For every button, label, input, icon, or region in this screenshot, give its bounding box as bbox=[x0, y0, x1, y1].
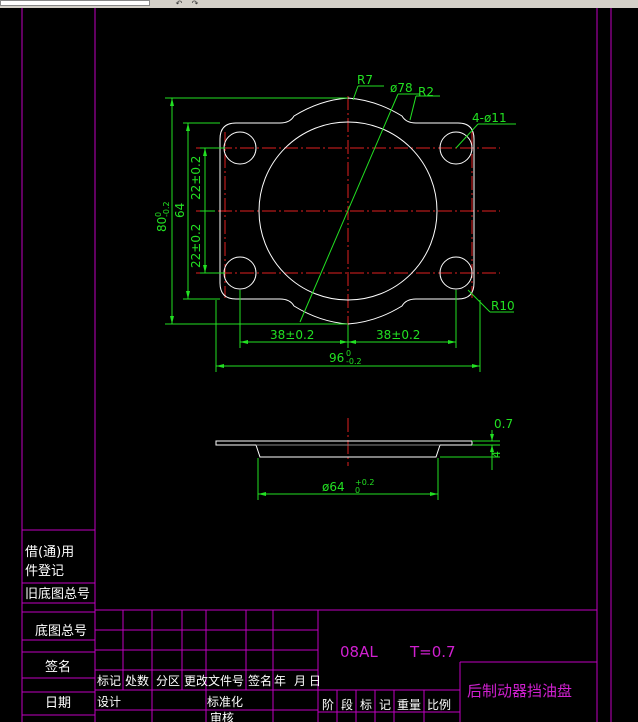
signature-label: 签名 bbox=[45, 659, 71, 675]
title-block-text: 标记 处数 分区 更改文件号 签名 年 月 日 设计 标准化 审核 08AL T… bbox=[97, 643, 572, 722]
dim-r2: R2 bbox=[418, 85, 434, 99]
redo-icon[interactable]: ↷ bbox=[191, 0, 199, 8]
dim-width-96-upper: 0 bbox=[346, 349, 351, 358]
dim-r7: R7 bbox=[357, 73, 373, 87]
dim-diameter-64-lower: 0 bbox=[355, 486, 360, 495]
dim-holes: 4-ø11 bbox=[472, 111, 507, 125]
dim-38-right: 38±0.2 bbox=[376, 328, 420, 342]
dim-r10: R10 bbox=[491, 299, 515, 313]
review-label: 审核 bbox=[210, 710, 234, 722]
sign-header: 签名 bbox=[248, 673, 272, 688]
side-view-arrows bbox=[258, 434, 494, 496]
dim-38-left: 38±0.2 bbox=[270, 328, 314, 342]
dim-width-96-lower: -0.2 bbox=[346, 357, 362, 366]
center-lines bbox=[196, 96, 500, 466]
dim-diameter-78: ø78 bbox=[390, 81, 413, 95]
drawing-number-label: 底图总号 bbox=[35, 623, 87, 639]
side-view-profile bbox=[215, 440, 473, 458]
month-header: 月 bbox=[294, 674, 306, 688]
day-header: 日 bbox=[309, 674, 321, 688]
borrow-register-label-2: 件登记 bbox=[25, 564, 64, 579]
cad-toolbar-strip: ↶ ↷ bbox=[0, 0, 638, 8]
stage-header-2: 段 bbox=[341, 697, 353, 712]
dim-height-80-group: 80 0 -0.2 bbox=[154, 201, 171, 232]
old-drawing-number-label: 旧底图总号 bbox=[25, 586, 90, 602]
center-bore-circle bbox=[258, 121, 438, 301]
side-view-dimensions bbox=[257, 430, 500, 500]
weight-header: 重量 bbox=[397, 698, 421, 712]
standardization-label: 标准化 bbox=[207, 695, 243, 709]
dim-height-64: 64 bbox=[173, 203, 187, 218]
rev-mark-header: 标记 bbox=[97, 674, 121, 688]
dim-width-96-group: 96 0 -0.2 bbox=[329, 349, 362, 366]
left-column-labels: 借(通)用 件登记 旧底图总号 底图总号 签名 日期 bbox=[25, 545, 90, 711]
dim-diameter-64: ø64 bbox=[322, 480, 345, 494]
zone-header: 分区 bbox=[156, 674, 180, 688]
dim-height-80-upper: 0 bbox=[154, 212, 163, 217]
command-selector[interactable] bbox=[0, 0, 150, 6]
dim-diameter-64-group: ø64 +0.2 0 bbox=[322, 478, 374, 495]
date-label: 日期 bbox=[45, 696, 71, 711]
thickness-text: T=0.7 bbox=[409, 643, 456, 661]
change-doc-header: 更改文件号 bbox=[184, 673, 244, 688]
design-label: 设计 bbox=[97, 695, 121, 709]
dim-diameter-64-upper: +0.2 bbox=[355, 478, 374, 487]
dimension-texts: R7 ø78 R2 4-ø11 R10 80 0 -0.2 64 22±0.2 … bbox=[154, 73, 515, 366]
rev-count-header: 处数 bbox=[125, 673, 149, 688]
side-view-dim-texts: 0.7 4 ø64 +0.2 0 bbox=[322, 417, 513, 495]
stage-header-4: 记 bbox=[379, 698, 391, 712]
dimension-arrows bbox=[170, 98, 480, 368]
stage-header-3: 标 bbox=[360, 698, 372, 712]
dim-height-80: 80 bbox=[155, 217, 169, 232]
scale-header: 比例 bbox=[427, 698, 451, 712]
borrow-register-label-1: 借(通)用 bbox=[25, 545, 74, 560]
dim-width-96: 96 bbox=[329, 351, 344, 365]
dim-height-80-lower: -0.2 bbox=[162, 201, 171, 217]
dim-thickness: 0.7 bbox=[494, 417, 513, 431]
part-name: 后制动器挡油盘 bbox=[467, 682, 572, 700]
dimension-lines bbox=[165, 85, 516, 372]
dim-22-top: 22±0.2 bbox=[189, 156, 203, 200]
drawing-frame bbox=[21, 8, 612, 722]
bolt-hole-top-right bbox=[439, 131, 473, 165]
undo-icon[interactable]: ↶ bbox=[175, 0, 183, 8]
bolt-hole-bottom-right bbox=[439, 256, 473, 290]
dim-flange-height: 4 bbox=[490, 451, 503, 458]
stage-header-1: 阶 bbox=[322, 698, 334, 712]
dim-22-bottom: 22±0.2 bbox=[189, 224, 203, 268]
material-text: 08AL bbox=[340, 643, 378, 661]
year-header: 年 bbox=[274, 674, 286, 688]
title-block-grid bbox=[95, 610, 597, 722]
